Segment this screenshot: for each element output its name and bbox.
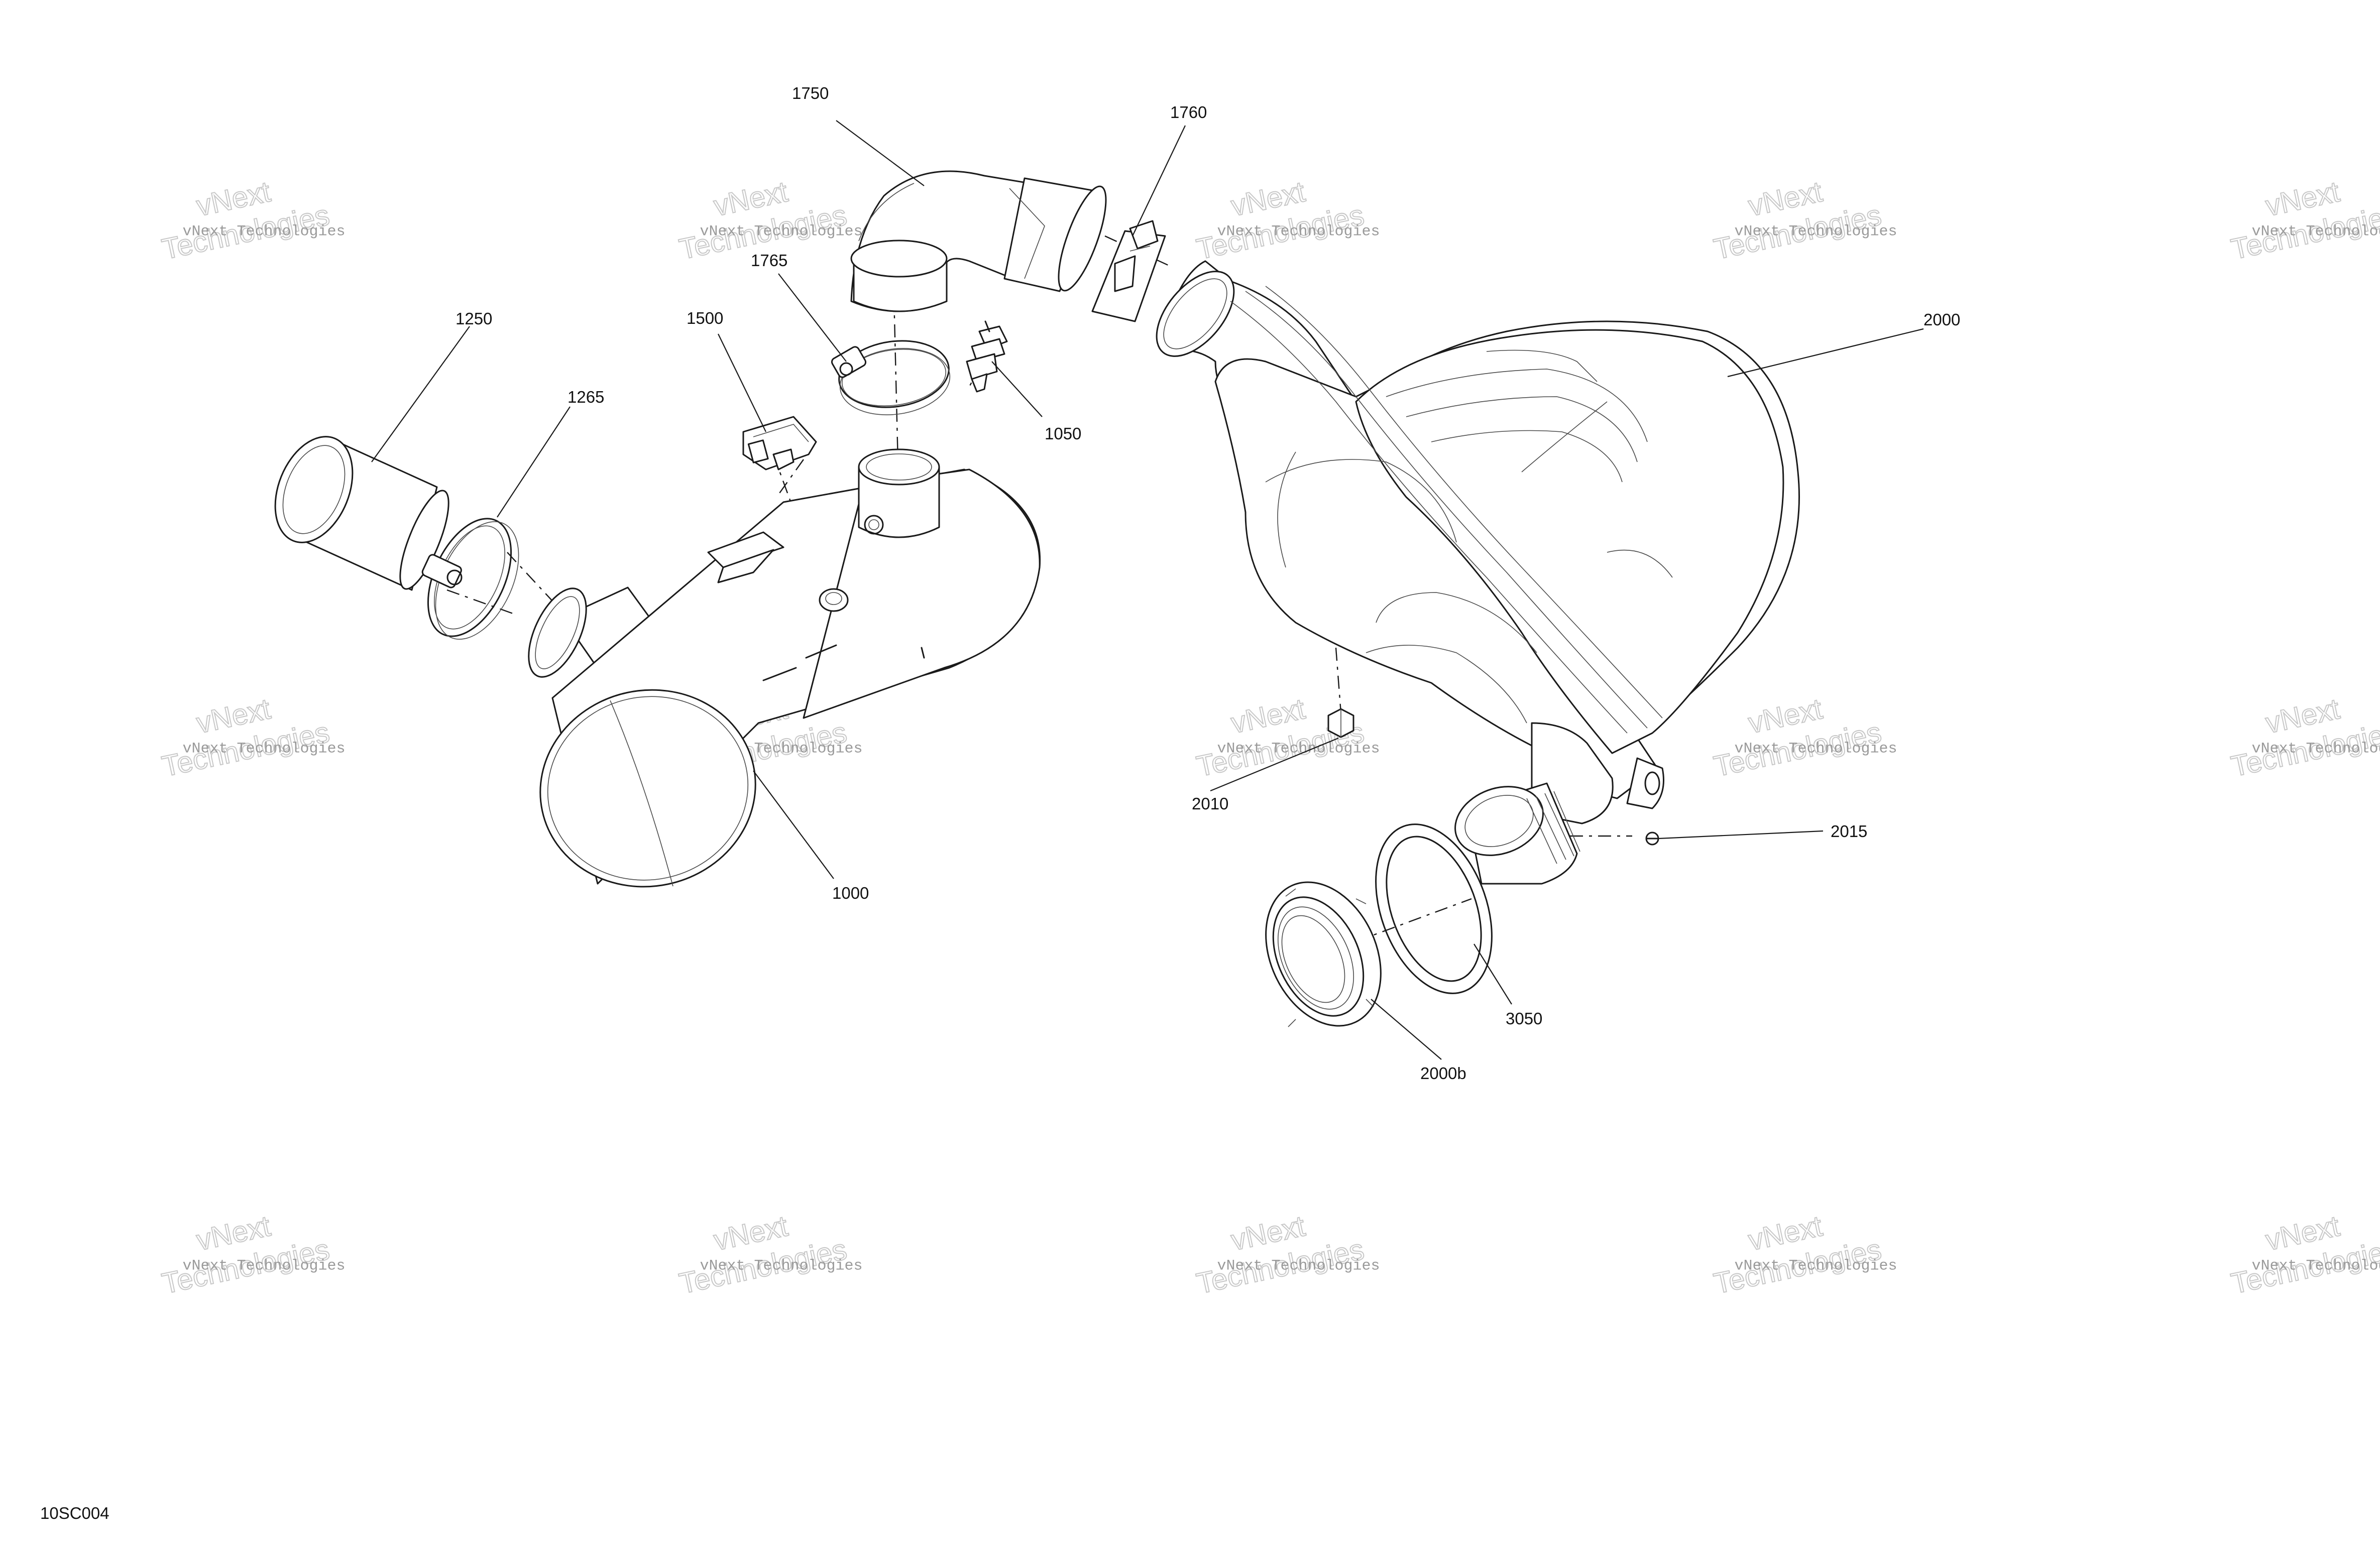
callout-1760: 1760 xyxy=(1170,103,1207,122)
gasket-ring-part xyxy=(1375,823,1493,994)
watermark-small-text: vNext Technologies xyxy=(1735,223,1897,240)
watermark-small-text: vNext Technologies xyxy=(1735,740,1897,757)
muffler-body-part xyxy=(528,448,1041,888)
outlet-threaded-spigot xyxy=(1454,782,1580,885)
watermark-small-text: vNext Technologies xyxy=(700,223,863,240)
callout-2015: 2015 xyxy=(1831,822,1867,841)
watermark-small-text: vNext Technologies xyxy=(2252,1257,2380,1274)
figure-code: 10SC004 xyxy=(40,1504,109,1522)
callout-1750: 1750 xyxy=(792,84,829,102)
callout-2000b: 2000b xyxy=(1420,1064,1466,1083)
callout-1250: 1250 xyxy=(456,309,492,328)
small-hose-clamp-part xyxy=(831,340,951,415)
silencer-housing-part xyxy=(1156,260,1800,824)
callout-2010: 2010 xyxy=(1192,794,1228,813)
callout-3050: 3050 xyxy=(1506,1009,1542,1028)
lock-nut-part xyxy=(1265,881,1382,1027)
elbow-hose-part xyxy=(850,170,1107,312)
temperature-sensor-part xyxy=(966,320,1008,393)
small-screw-part xyxy=(1645,832,1659,846)
grommet-clip-part xyxy=(1091,220,1166,322)
sensor-connector-part xyxy=(742,416,817,470)
callout-2000: 2000 xyxy=(1923,310,1960,329)
callout-1765: 1765 xyxy=(751,251,787,270)
watermark-small-text: vNext Technologies xyxy=(1217,223,1380,240)
watermark-small-text: vNext Technologies xyxy=(1735,1257,1897,1274)
watermark-small-text: vNext Technologies xyxy=(1217,1257,1380,1274)
callout-1265: 1265 xyxy=(568,388,604,406)
watermark-small-text: vNext Technologies xyxy=(183,1257,346,1274)
callout-1000: 1000 xyxy=(832,884,869,902)
small-nut-part xyxy=(1327,708,1354,738)
watermark-small-text: vNext Technologies xyxy=(183,223,346,240)
watermark-small-text: vNext Technologies xyxy=(700,1257,863,1274)
callout-1050: 1050 xyxy=(1045,424,1081,443)
watermark-small-text: vNext Technologies xyxy=(2252,740,2380,757)
exhaust-sleeve-part xyxy=(274,436,449,591)
callout-1500: 1500 xyxy=(687,309,723,327)
watermark-small-text: vNext Technologies xyxy=(2252,223,2380,240)
leader-lines xyxy=(371,120,1924,1060)
callout-labels: 1750 1760 1765 1500 1050 1250 1265 1000 … xyxy=(40,84,1960,1522)
hose-clamp-part xyxy=(421,518,519,640)
watermark-small-text: vNext Technologies xyxy=(183,740,346,757)
